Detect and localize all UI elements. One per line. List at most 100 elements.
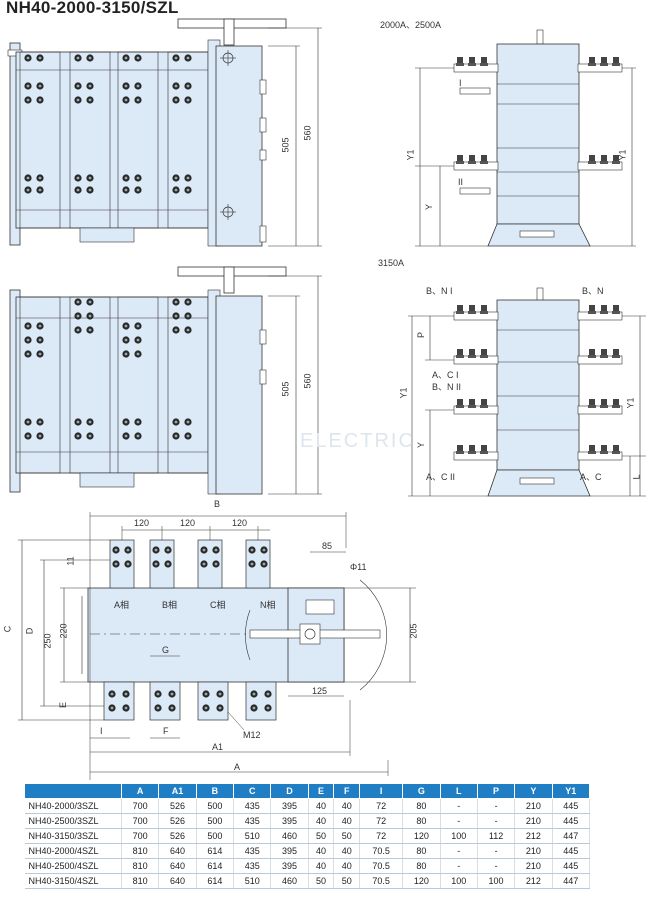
model-cell: NH40-2500/3SZL: [24, 813, 122, 829]
dim-y-top: Y: [424, 203, 435, 211]
value-cell: 445: [552, 798, 591, 814]
header-cell: B: [195, 783, 235, 799]
value-cell: 40: [333, 798, 361, 814]
value-cell: 700: [121, 813, 160, 829]
dim-d: D: [24, 627, 35, 635]
value-cell: 72: [359, 798, 404, 814]
value-cell: -: [477, 813, 516, 829]
dim-125: 125: [312, 686, 328, 696]
dim-i: I: [100, 726, 103, 736]
model-cell: NH40-2000/3SZL: [24, 798, 122, 814]
value-cell: 435: [233, 798, 272, 814]
value-cell: 460: [270, 828, 309, 844]
dim-l: L: [631, 474, 642, 480]
header-cell: A1: [158, 783, 197, 799]
phase-n-label: N相: [260, 600, 276, 610]
dim-120-3: 120: [232, 518, 248, 528]
dim-a: A: [234, 762, 241, 772]
value-cell: 80: [402, 843, 441, 859]
dim-y-bottom: Y: [416, 441, 427, 449]
technical-drawing: [7, 18, 646, 780]
value-cell: 447: [552, 873, 591, 889]
value-cell: 120: [402, 828, 441, 844]
value-cell: 50: [333, 828, 361, 844]
value-cell: 526: [158, 813, 197, 829]
value-cell: 210: [514, 813, 553, 829]
value-cell: 40: [333, 843, 361, 859]
value-cell: 500: [196, 828, 235, 844]
dim-e: E: [58, 701, 69, 709]
header-cell: G: [402, 783, 441, 799]
value-cell: 395: [270, 843, 309, 859]
value-cell: 100: [440, 828, 478, 844]
value-cell: 210: [514, 843, 553, 859]
value-cell: 700: [121, 798, 160, 814]
value-cell: -: [440, 843, 478, 859]
value-cell: 500: [196, 813, 235, 829]
value-cell: 100: [440, 873, 478, 889]
value-cell: 810: [121, 858, 160, 874]
value-cell: 614: [196, 873, 235, 889]
value-cell: 72: [359, 828, 404, 844]
dim-g: G: [162, 645, 170, 655]
value-cell: 640: [158, 843, 197, 859]
dim-y1-top-right: Y1: [617, 149, 628, 161]
value-cell: -: [440, 858, 478, 874]
dim-phi11: Φ11: [350, 562, 367, 572]
front-view-top: [7, 18, 322, 247]
dim-505-top: 505: [280, 137, 291, 153]
header-cell: [24, 783, 122, 799]
dim-y1-bottom-left: Y1: [398, 387, 409, 399]
header-cell: A: [120, 783, 160, 799]
value-cell: 70.5: [359, 858, 404, 874]
header-cell: I: [359, 783, 404, 799]
value-cell: 40: [308, 843, 335, 859]
dim-b: B: [214, 499, 221, 509]
model-cell: NH40-3150/4SZL: [24, 873, 122, 889]
dim-y1-bottom-right: Y1: [625, 397, 636, 409]
model-cell: NH40-2500/4SZL: [24, 858, 122, 874]
value-cell: -: [477, 798, 516, 814]
model-cell: NH40-3150/3SZL: [24, 828, 122, 844]
value-cell: 510: [233, 873, 272, 889]
roman-i-label: I: [459, 78, 462, 88]
phase-c-label: C相: [210, 600, 226, 610]
dim-11: 11: [65, 556, 76, 566]
dim-120-2: 120: [180, 518, 196, 528]
value-cell: 435: [233, 843, 272, 859]
dim-p: P: [416, 331, 427, 339]
page-title: NH40-2000-3150/SZL: [6, 0, 179, 17]
value-cell: 50: [333, 873, 361, 889]
dim-505-bottom: 505: [280, 381, 291, 397]
model-cell: NH40-2000/4SZL: [24, 843, 122, 859]
value-cell: 40: [308, 858, 335, 874]
phase-b-label: B相: [162, 600, 178, 610]
value-cell: 526: [158, 798, 197, 814]
bn-label: B、N: [582, 286, 604, 296]
header-cell: Y1: [551, 783, 591, 799]
bn-i-label: B、N I: [426, 286, 453, 296]
dim-a1: A1: [212, 742, 224, 752]
value-cell: 435: [233, 858, 272, 874]
watermark: ELECTRIC: [300, 430, 415, 452]
value-cell: 112: [477, 828, 516, 844]
bn-ii-label: B、N II: [432, 382, 462, 392]
value-cell: -: [477, 843, 516, 859]
value-cell: 510: [233, 828, 272, 844]
top-view: [18, 512, 416, 780]
value-cell: 100: [477, 873, 516, 889]
dim-85: 85: [322, 541, 333, 551]
dim-120-1: 120: [134, 518, 150, 528]
value-cell: 70.5: [359, 873, 404, 889]
dim-m12: M12: [243, 730, 261, 740]
value-cell: 50: [308, 828, 335, 844]
value-cell: 445: [552, 858, 591, 874]
front-view-bottom: [9, 266, 322, 495]
value-cell: 40: [308, 798, 335, 814]
